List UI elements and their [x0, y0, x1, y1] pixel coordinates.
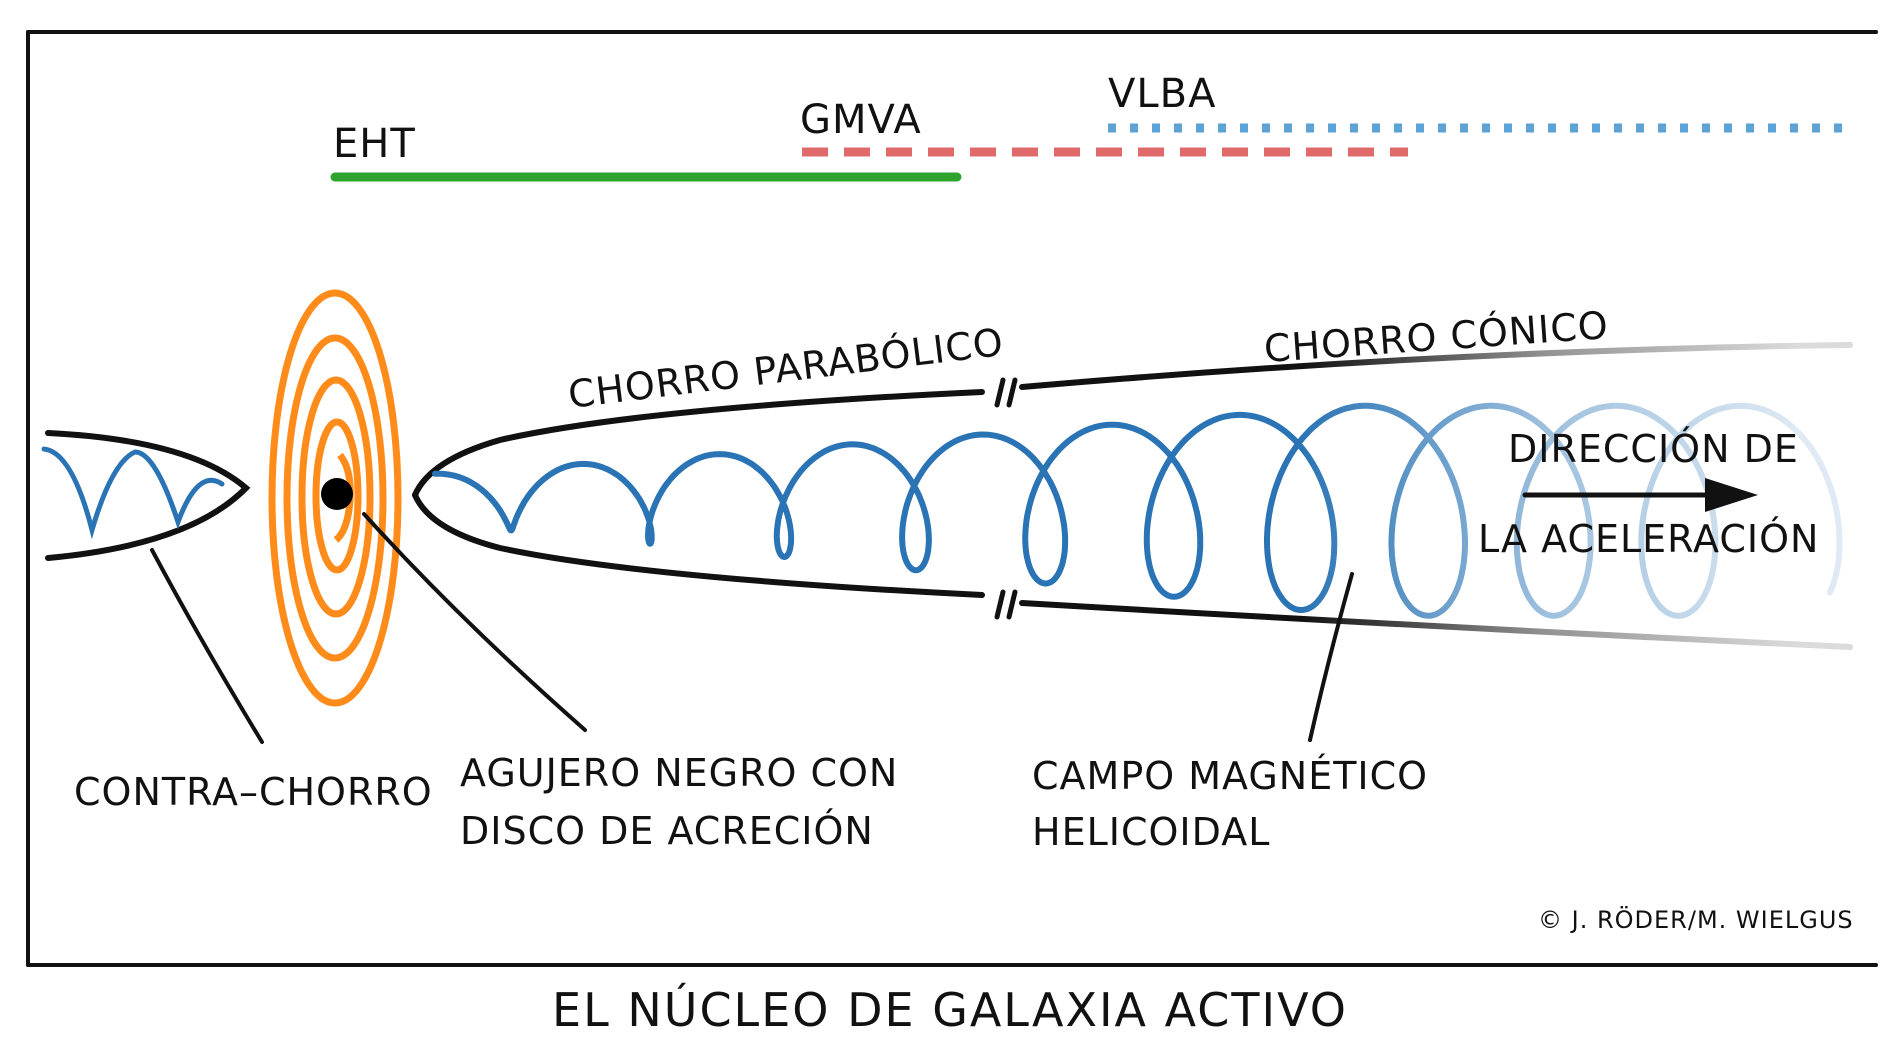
arrow-right-icon	[1522, 478, 1758, 512]
accretion-disk-icon	[268, 289, 402, 707]
black-hole-leader	[362, 512, 587, 732]
leader-lines	[150, 512, 1354, 744]
counter-jet-leader	[150, 548, 264, 744]
counter-jet-outline	[45, 430, 251, 561]
acceleration-label-line2: LA ACELERACIÓN	[1478, 517, 1819, 561]
gmva-label: GMVA	[800, 97, 922, 143]
eht-label: EHT	[333, 121, 416, 167]
parabolic-jet-lower	[412, 492, 985, 598]
black-hole-label-line1: AGUJERO NEGRO CON	[460, 751, 898, 795]
magnetic-field-label-line1: CAMPO MAGNÉTICO	[1032, 754, 1428, 798]
panel-frame	[26, 30, 1878, 967]
acceleration-label-line1: DIRECCIÓN DE	[1508, 427, 1799, 471]
parabolic-jet-upper	[412, 389, 985, 498]
figure-caption: EL NÚCLEO DE GALAXIA ACTIVO	[552, 983, 1348, 1037]
vlba-label: VLBA	[1108, 71, 1216, 117]
counter-jet-helix	[41, 446, 225, 540]
black-hole-label-line2: DISCO DE ACRECIÓN	[460, 809, 874, 853]
magnetic-field-leader	[1308, 572, 1354, 742]
counter-jet	[41, 430, 251, 561]
magnetic-field-label-line2: HELICOIDAL	[1032, 810, 1270, 854]
break-marks	[994, 377, 1018, 620]
counter-jet-label: CONTRA–CHORRO	[74, 770, 433, 814]
observatory-scales: EHT GMVA VLBA	[330, 71, 1848, 182]
black-hole-icon	[321, 478, 353, 510]
copyright-text: © J. RÖDER/M. WIELGUS	[1538, 905, 1854, 934]
